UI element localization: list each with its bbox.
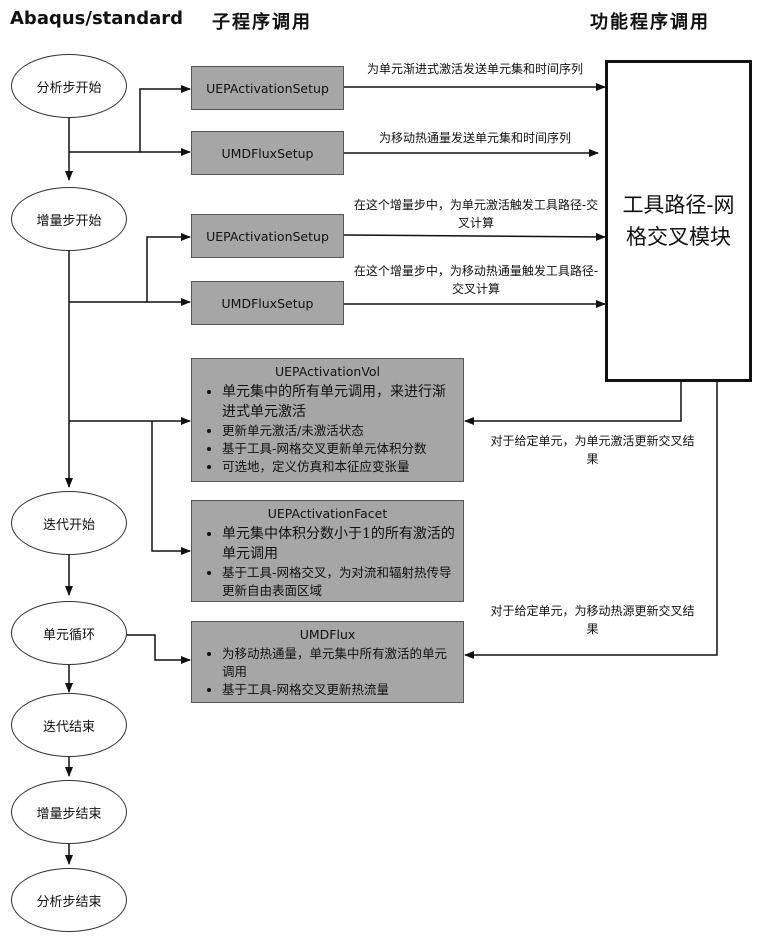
- header-abaqus: Abaqus/standard: [10, 8, 184, 29]
- flux-item: 为移动热通量，单元集中所有激活的单元调用: [222, 645, 455, 681]
- step-element-loop: 单元循环: [11, 601, 127, 665]
- step-iteration-end: 迭代结束: [11, 693, 127, 757]
- label-trigger-flux: 在这个增量步中，为移动热通量触发工具路径-交叉计算: [353, 264, 599, 296]
- label-send-flux: 为移动热通量发送单元集和时间序列: [378, 131, 571, 145]
- uep-activation-facet-title: UEPActivationFacet: [267, 506, 388, 521]
- uep-activation-vol-box: UEPActivationVol 单元集中的所有单元调用，来进行渐进式单元激活 …: [191, 358, 464, 482]
- uep-activation-vol-title: UEPActivationVol: [274, 364, 381, 379]
- trigger-arrow-uep: [343, 232, 606, 241]
- step-increment-end: 增量步结束: [11, 780, 127, 844]
- label-trigger-activation: 在这个增量步中，为单元激活触发工具路径-交叉计算: [353, 198, 599, 230]
- step-analysis-end: 分析步结束: [11, 868, 127, 932]
- vol-item: 更新单元激活/未激活状态: [222, 422, 455, 440]
- facet-item: 单元集中体积分数小于1的所有激活的单元调用: [222, 524, 455, 564]
- flux-item: 基于工具-网格交叉更新热流量: [222, 681, 455, 699]
- vol-item: 基于工具-网格交叉更新单元体积分数: [222, 440, 455, 458]
- header-utilities: 功能程序调用: [590, 12, 710, 33]
- umd-flux-box: UMDFlux 为移动热通量，单元集中所有激活的单元调用 基于工具-网格交叉更新…: [191, 621, 464, 703]
- label-return-activation: 对于给定单元，为单元激活更新交叉结果: [490, 434, 695, 466]
- umd-flux-setup-box-2: UMDFluxSetup: [191, 281, 344, 325]
- label-return-heat: 对于给定单元，为移动热源更新交叉结果: [490, 604, 695, 636]
- umd-flux-setup-box-1: UMDFluxSetup: [191, 131, 344, 175]
- uep-activation-setup-box-2: UEPActivationSetup: [191, 214, 344, 258]
- uep-activation-facet-box: UEPActivationFacet 单元集中体积分数小于1的所有激活的单元调用…: [191, 500, 464, 602]
- facet-item: 基于工具-网格交叉，为对流和辐射热传导更新自由表面区域: [222, 564, 455, 600]
- vol-item: 可选地，定义仿真和本征应变张量: [222, 458, 455, 476]
- return-arrow-activation: [464, 382, 682, 425]
- header-subroutines: 子程序调用: [212, 12, 312, 33]
- vol-item: 单元集中的所有单元调用，来进行渐进式单元激活: [222, 382, 455, 422]
- step-analysis-start: 分析步开始: [11, 54, 127, 118]
- toolpath-mesh-intersection-module: 工具路径-网格交叉模块: [605, 60, 752, 382]
- umd-flux-title: UMDFlux: [299, 627, 356, 642]
- step-increment-start: 增量步开始: [11, 187, 127, 251]
- branch-arrow-uep-setup-1: [69, 85, 191, 153]
- uep-activation-setup-box-1: UEPActivationSetup: [191, 66, 344, 110]
- return-arrow-heat: [464, 382, 718, 659]
- branch-arrow-uep-setup-2: [69, 233, 191, 303]
- step-iteration-start: 迭代开始: [11, 491, 127, 555]
- label-send-activation: 为单元渐进式激活发送单元集和时间序列: [366, 62, 583, 76]
- branch-arrow-facet: [151, 421, 191, 555]
- branch-arrow-umdflux: [126, 634, 191, 664]
